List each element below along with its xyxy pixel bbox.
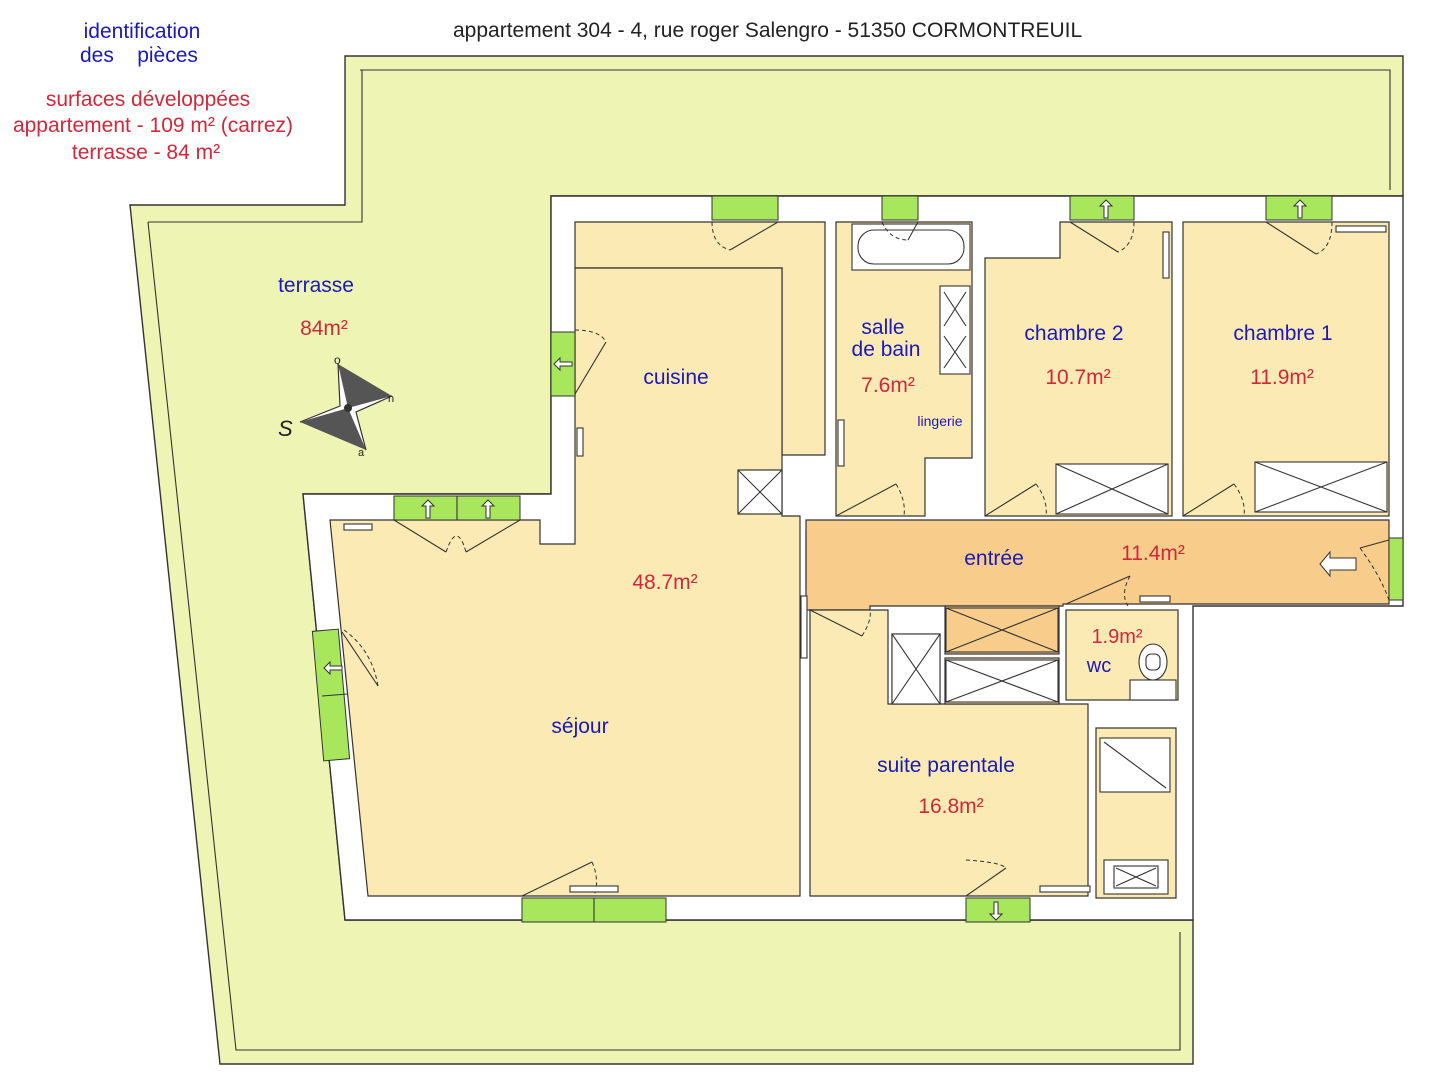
salle-de-bain-area: 7.6m² xyxy=(861,374,915,397)
entree-hall xyxy=(805,519,1390,611)
cuisine-label: cuisine xyxy=(643,366,708,389)
chambre-2-area: 10.7m² xyxy=(1045,366,1110,389)
suite-parentale-label: suite parentale xyxy=(877,754,1015,777)
chambre-1-area: 11.9m² xyxy=(1250,366,1314,389)
storage-crosses xyxy=(737,461,1388,705)
lingerie-label: lingerie xyxy=(917,413,962,429)
entree-label: entrée xyxy=(964,547,1024,570)
compass-n-label: n xyxy=(388,393,394,405)
address-title: appartement 304 - 4, rue roger Salengro … xyxy=(453,19,1082,42)
legend-surface-appartement: appartement - 109 m² (carrez) xyxy=(13,114,293,137)
legend-surface-terrasse: terrasse - 84 m² xyxy=(72,141,220,164)
legend-identification-2: des pièces xyxy=(80,44,198,67)
compass-o-label: o xyxy=(334,353,341,367)
bathtub xyxy=(851,223,971,271)
compass-a-label: a xyxy=(358,447,365,459)
sejour-label: séjour xyxy=(551,715,608,738)
radiators xyxy=(343,225,1387,893)
window-arrow-icons xyxy=(323,199,1357,921)
chambre-2-label: chambre 2 xyxy=(1024,322,1123,345)
legend-surfaces-title: surfaces développées xyxy=(46,88,250,111)
wc-label: wc xyxy=(1086,655,1111,677)
legend-identification-1: identification xyxy=(84,20,201,43)
salle-de-bain-label-1: salle xyxy=(861,316,904,339)
sejour-area: 48.7m² xyxy=(632,571,697,594)
wc-area: 1.9m² xyxy=(1091,626,1142,648)
suite-sink xyxy=(1103,859,1169,895)
terrasse-label: terrasse xyxy=(278,274,354,297)
chambre-1-label: chambre 1 xyxy=(1233,322,1332,345)
salle-de-bain-label-2: de bain xyxy=(852,338,921,361)
compass-s-label: S xyxy=(278,416,293,441)
wc-toilet xyxy=(1129,643,1177,701)
double-sink xyxy=(939,285,971,375)
windows xyxy=(311,195,1404,923)
suite-parentale-area: 16.8m² xyxy=(918,795,983,818)
terrasse-area: 84m² xyxy=(300,317,348,340)
kitchen-box xyxy=(737,469,783,515)
suite-parentale-room xyxy=(809,609,1089,897)
sejour-room xyxy=(329,267,801,897)
door-swings xyxy=(341,221,1390,897)
entree-area: 11.4m² xyxy=(1121,542,1185,565)
compass-icon: S o n a xyxy=(278,353,394,459)
